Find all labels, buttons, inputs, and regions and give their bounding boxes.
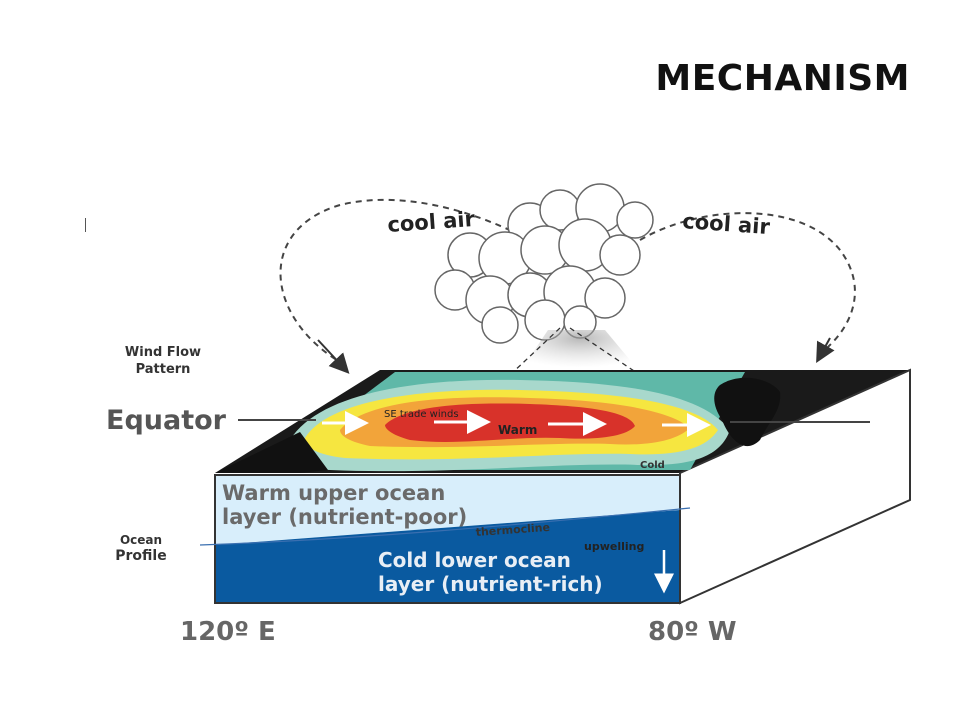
longitude-east-label: 80º W — [648, 617, 737, 647]
upwelling-label: upwelling — [584, 540, 644, 553]
warm-upper-layer — [215, 475, 680, 545]
asia-landmass — [215, 432, 328, 473]
text-cursor-mark — [85, 218, 86, 232]
longitude-west-label: 120º E — [180, 617, 276, 647]
circulation-loop-right — [639, 212, 856, 353]
slide-title: MECHANISM — [655, 58, 910, 99]
ocean-profile-line1: Ocean — [119, 533, 163, 547]
wind-flow-label: Wind Flow Pattern — [118, 344, 208, 378]
wind-flow-line2: Pattern — [135, 362, 191, 377]
warm-layer-line2: layer (nutrient-poor) — [222, 505, 467, 529]
trade-winds-label: SE trade winds — [384, 409, 459, 420]
sst-warm-core — [385, 403, 635, 442]
warm-layer-line1: Warm upper ocean — [222, 481, 445, 505]
cool-air-right-label: cool air — [682, 209, 772, 239]
circulation-arrow-left — [317, 339, 350, 374]
thermocline-label: thermocline — [475, 521, 550, 539]
equator-label: Equator — [106, 405, 227, 436]
circulation-arrow-right — [816, 337, 835, 363]
cold-label: Cold — [640, 460, 665, 471]
circulation-loop-left — [279, 198, 521, 366]
cool-air-left-label: cool air — [387, 207, 477, 237]
front-face-border — [214, 474, 681, 604]
thermocline-line — [199, 507, 691, 546]
cold-layer-line2: layer (nutrient-rich) — [378, 572, 603, 596]
south-america-landmass — [714, 377, 781, 447]
ocean-profile-label: Ocean Profile — [106, 532, 176, 564]
cold-lower-layer — [215, 510, 680, 603]
cloud-mist — [520, 330, 640, 372]
trade-wind-arrows — [322, 410, 711, 437]
cold-layer-line1: Cold lower ocean — [378, 548, 571, 572]
wind-flow-line1: Wind Flow — [124, 345, 202, 360]
convection-cloud-icon — [434, 183, 654, 344]
warm-label: Warm — [498, 423, 537, 437]
ocean-profile-line2: Profile — [115, 548, 167, 564]
